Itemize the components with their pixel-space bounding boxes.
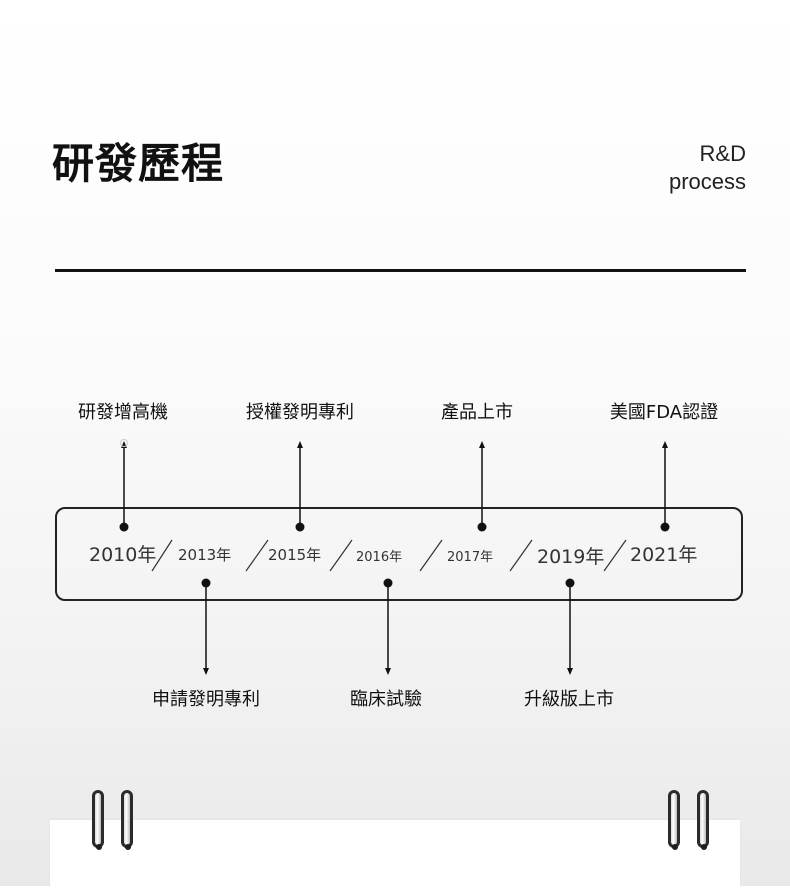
dot-2017: [477, 522, 487, 532]
arrowhead-2013: [203, 668, 209, 675]
year-label: 2021年: [630, 544, 698, 566]
slash-separator: [603, 539, 627, 572]
binder-ring-icon: [697, 790, 709, 850]
arrowhead-2016: [385, 668, 391, 675]
year-label: 2015年: [268, 546, 322, 564]
binder-ring-icon: [92, 790, 104, 850]
year-label: 2010年: [89, 544, 157, 566]
dot-2010: [119, 522, 129, 532]
year-label: 2016年: [356, 550, 403, 565]
year-label: 2013年: [178, 546, 232, 564]
slash-separator: [245, 539, 269, 572]
slash-separator: [419, 539, 443, 572]
milestone-label-2017: 產品上市: [441, 402, 513, 423]
dot-2021: [660, 522, 670, 532]
milestone-label-2013: 申請發明專利: [152, 689, 260, 710]
dot-2016: [383, 578, 393, 588]
arrowhead-2017: [479, 441, 485, 448]
arrowhead-2021: [662, 441, 668, 448]
milestone-label-2021: 美國FDA認證: [609, 402, 719, 423]
header-divider: [55, 269, 746, 272]
ring-2010: [120, 439, 128, 447]
english-title-line1: R&D: [699, 141, 746, 166]
arrowhead-2015: [297, 441, 303, 448]
dot-2013: [201, 578, 211, 588]
year-label: 2019年: [537, 546, 605, 568]
slash-separator: [509, 539, 533, 572]
milestone-label-2019: 升級版上市: [524, 689, 614, 710]
binder-ring-icon: [668, 790, 680, 850]
english-title: R&D process: [669, 140, 746, 196]
english-title-line2: process: [668, 169, 746, 194]
year-label: 2017年: [447, 550, 494, 565]
arrowhead-2019: [567, 668, 573, 675]
dot-2015: [295, 522, 305, 532]
page-title: 研發歷程: [52, 139, 225, 188]
binder-ring-icon: [121, 790, 133, 850]
milestone-label-2015: 授權發明專利: [246, 402, 354, 423]
dot-2019: [565, 578, 575, 588]
milestone-label-2016: 臨床試驗: [350, 689, 422, 710]
timeline-box: [55, 507, 743, 601]
slash-separator: [329, 539, 353, 572]
notebook-sheet: [50, 820, 740, 890]
milestone-label-2010: 研發增高機: [78, 402, 168, 423]
slash-separator: [151, 539, 173, 572]
